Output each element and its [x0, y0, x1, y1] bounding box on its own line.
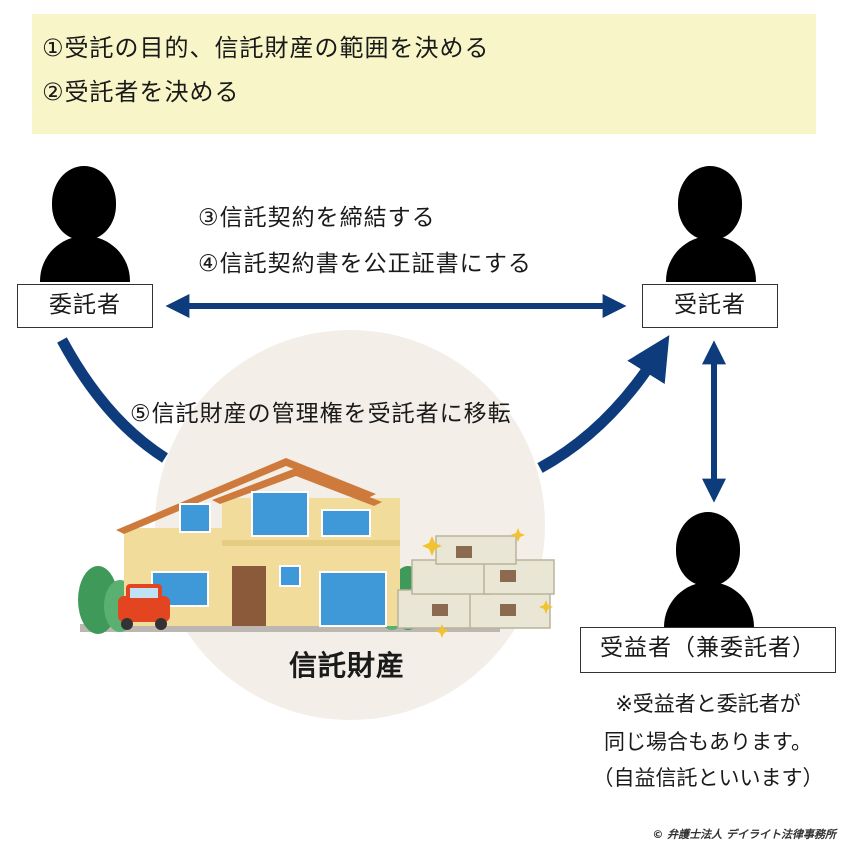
- note-line-2: 同じ場合もあります。: [604, 730, 812, 754]
- step-4-text: ④信託契約書を公正証書にする: [198, 251, 532, 277]
- ground: [80, 624, 500, 632]
- steps-box: [32, 14, 816, 134]
- sparkle-icon: [422, 528, 553, 638]
- beneficiary-label: 受益者（兼委託者）: [580, 627, 836, 673]
- step-1-text: ①受託の目的、信託財産の範囲を決める: [42, 34, 490, 62]
- trustee-person-icon: [666, 166, 756, 282]
- settlor-label: 委託者: [17, 284, 153, 328]
- house-icon: [116, 458, 400, 627]
- transfer-arrow-left: [57, 337, 168, 463]
- settlor-person-icon: [40, 166, 130, 282]
- beneficiary-person-icon: [664, 512, 754, 628]
- trustee-label: 受託者: [642, 284, 778, 328]
- step-3-text: ③信託契約を締結する: [198, 205, 436, 231]
- money-stack-icon: [397, 535, 555, 629]
- note-line-3: （自益信託といいます）: [592, 766, 824, 790]
- step-2-text: ②受託者を決める: [42, 78, 240, 106]
- copyright-text: © 弁護士法人 デイライト法律事務所: [652, 828, 836, 841]
- note-line-1: ※受益者と委託者が: [615, 692, 801, 716]
- step-5-text: ⑤信託財産の管理権を受託者に移転: [130, 401, 512, 427]
- trust-property-label: 信託財産: [288, 649, 405, 682]
- car-icon: [118, 584, 170, 630]
- transfer-arrow-right: [537, 335, 670, 473]
